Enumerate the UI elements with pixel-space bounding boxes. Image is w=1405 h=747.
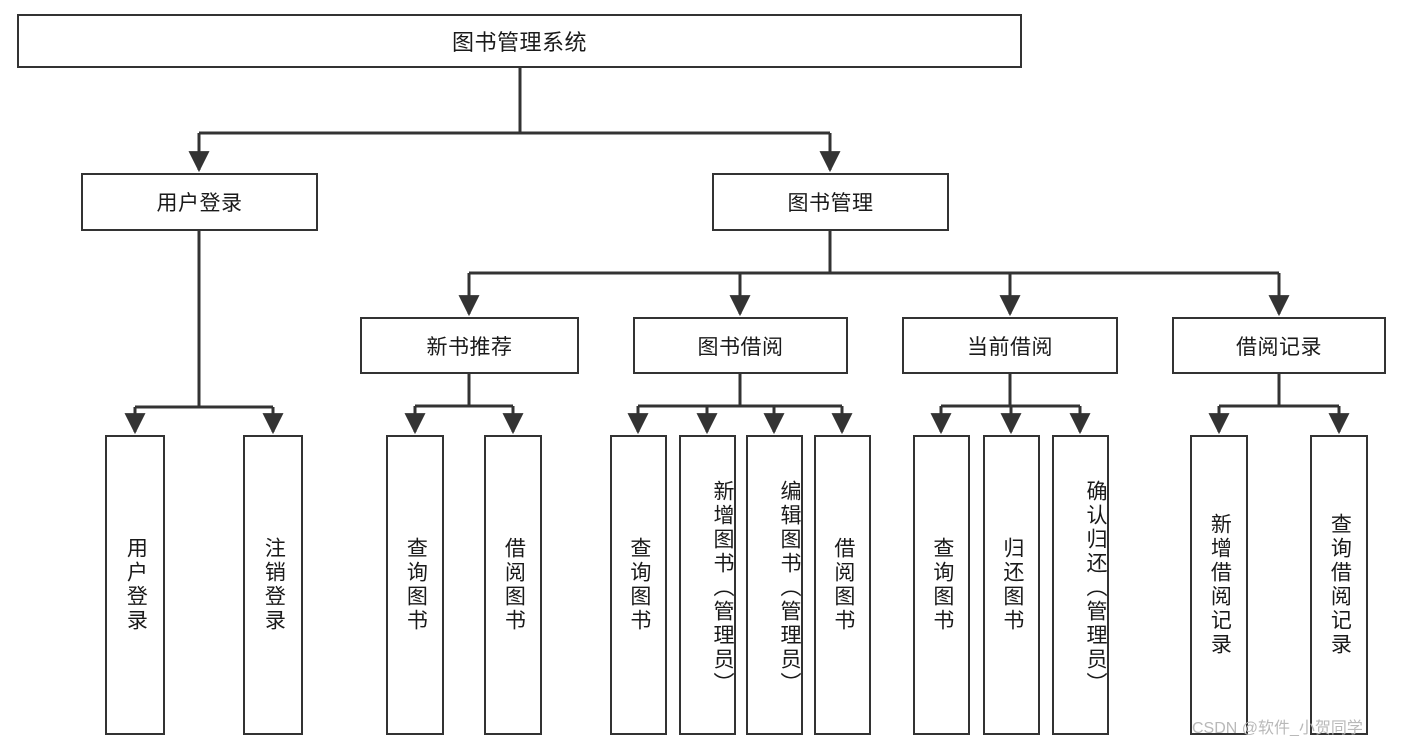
leaf-borrow-book[interactable]: 借阅图书 xyxy=(814,435,871,735)
node-book-borrow[interactable]: 图书借阅 xyxy=(633,317,848,374)
leaf-user-login[interactable]: 用户登录 xyxy=(105,435,165,735)
node-borrow-record[interactable]: 借阅记录 xyxy=(1172,317,1386,374)
node-current-borrow[interactable]: 当前借阅 xyxy=(902,317,1118,374)
leaf-confirm-return-admin[interactable]: 确认归还（管理员） xyxy=(1052,435,1109,735)
node-new-book-recommend[interactable]: 新书推荐 xyxy=(360,317,579,374)
node-user-login[interactable]: 用户登录 xyxy=(81,173,318,231)
leaf-add-borrow-record[interactable]: 新增借阅记录 xyxy=(1190,435,1248,735)
leaf-query-borrow-record[interactable]: 查询借阅记录 xyxy=(1310,435,1368,735)
leaf-query-book-current[interactable]: 查询图书 xyxy=(913,435,970,735)
node-root[interactable]: 图书管理系统 xyxy=(17,14,1022,68)
leaf-return-book[interactable]: 归还图书 xyxy=(983,435,1040,735)
node-book-management[interactable]: 图书管理 xyxy=(712,173,949,231)
leaf-logout[interactable]: 注销登录 xyxy=(243,435,303,735)
leaf-borrow-book-newbook[interactable]: 借阅图书 xyxy=(484,435,542,735)
leaf-query-book-newbook[interactable]: 查询图书 xyxy=(386,435,444,735)
leaf-edit-book-admin[interactable]: 编辑图书（管理员） xyxy=(746,435,803,735)
leaf-query-book-borrow[interactable]: 查询图书 xyxy=(610,435,667,735)
leaf-add-book-admin[interactable]: 新增图书（管理员） xyxy=(679,435,736,735)
csdn-watermark: CSDN @软件_小贺同学 xyxy=(1192,720,1363,737)
